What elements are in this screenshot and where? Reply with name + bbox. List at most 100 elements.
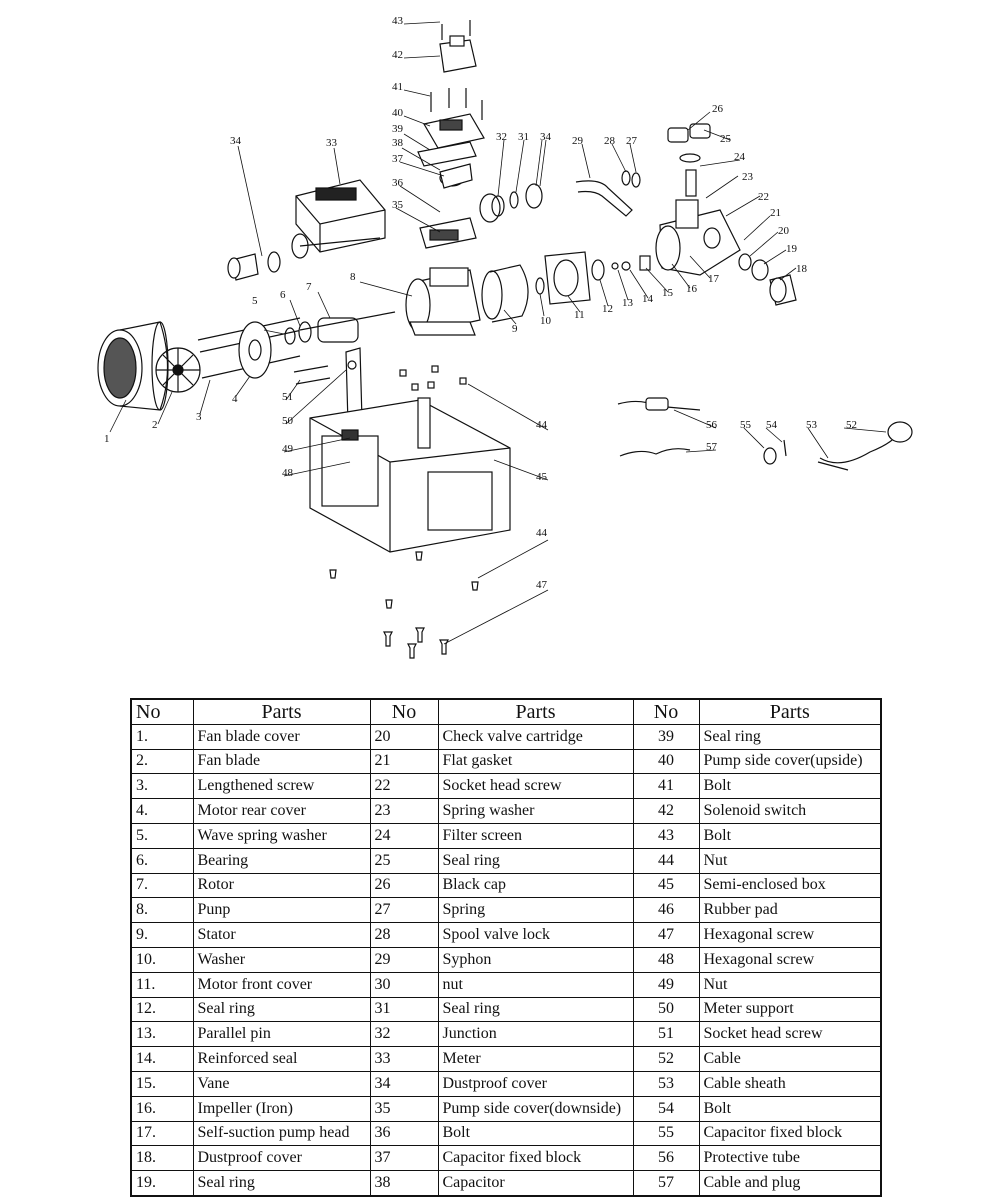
part-number-cell: 14. <box>130 1046 194 1072</box>
callout-label: 22 <box>758 191 769 203</box>
part-number-cell: 55 <box>632 1120 700 1147</box>
part-name-cell: Black cap <box>437 872 634 899</box>
callout-label: 53 <box>806 419 818 431</box>
callout-label: 14 <box>642 293 654 305</box>
part-name-cell: Bolt <box>698 1095 882 1122</box>
part-name-cell: Bolt <box>698 773 882 800</box>
part-name-cell: Impeller (Iron) <box>192 1095 371 1122</box>
callout-label: 48 <box>282 467 294 479</box>
part-name-cell: Filter screen <box>437 822 634 849</box>
callout-label: 52 <box>846 419 857 431</box>
part-number-cell: 47 <box>632 922 700 948</box>
part-number-cell: 43 <box>632 822 700 849</box>
callout-label: 24 <box>734 151 746 163</box>
part-name-cell: Meter <box>437 1046 634 1072</box>
callout-label: 28 <box>604 135 616 147</box>
part-name-cell: Fan blade cover <box>192 723 371 750</box>
callout-label: 31 <box>518 131 529 143</box>
callout-label: 47 <box>536 579 548 591</box>
part-name-cell: Cable <box>698 1046 882 1072</box>
part-name-cell: Washer <box>192 946 371 973</box>
part-number-cell: 45 <box>632 872 700 899</box>
part-number-cell: 4. <box>130 798 194 824</box>
column-header-no: No <box>369 698 439 725</box>
part-name-cell: Check valve cartridge <box>437 723 634 750</box>
part-name-cell: Punp <box>192 897 371 924</box>
part-number-cell: 42 <box>632 798 700 824</box>
callout-label: 32 <box>496 131 507 143</box>
callout-label: 13 <box>622 297 634 309</box>
part-number-cell: 8. <box>130 897 194 924</box>
column-header-no: No <box>130 698 194 725</box>
part-number-cell: 44 <box>632 847 700 874</box>
part-name-cell: Semi-enclosed box <box>698 872 882 899</box>
part-name-cell: Rubber pad <box>698 897 882 924</box>
part-name-cell: Socket head screw <box>437 773 634 800</box>
callout-label: 41 <box>392 81 403 93</box>
part-number-cell: 28 <box>369 922 439 948</box>
part-number-cell: 26 <box>369 872 439 899</box>
part-name-cell: Motor rear cover <box>192 798 371 824</box>
part-number-cell: 6. <box>130 847 194 874</box>
part-name-cell: Cable sheath <box>698 1070 882 1097</box>
callout-label: 17 <box>708 273 720 285</box>
part-name-cell: Nut <box>698 971 882 998</box>
part-name-cell: Stator <box>192 922 371 948</box>
part-name-cell: Capacitor fixed block <box>437 1145 634 1172</box>
part-name-cell: Pump side cover(upside) <box>698 748 882 775</box>
callout-label: 18 <box>796 263 808 275</box>
part-name-cell: Capacitor fixed block <box>698 1120 882 1147</box>
callout-label: 42 <box>392 49 403 61</box>
pump-side-cover-drawing <box>423 113 485 149</box>
callout-label: 27 <box>626 135 638 147</box>
part-number-cell: 40 <box>632 748 700 775</box>
callout-label: 15 <box>662 287 674 299</box>
part-name-cell: Spool valve lock <box>437 922 634 948</box>
callout-label: 5 <box>252 295 258 307</box>
part-number-cell: 37 <box>369 1145 439 1172</box>
callout-label: 44 <box>536 527 548 539</box>
leader-lines <box>109 21 887 645</box>
part-name-cell: Protective tube <box>698 1145 882 1172</box>
column-header-no: No <box>632 698 700 725</box>
column-header-parts: Parts <box>437 698 634 725</box>
callout-label: 16 <box>686 283 698 295</box>
part-number-cell: 5. <box>130 822 194 849</box>
part-name-cell: Syphon <box>437 946 634 973</box>
part-number-cell: 24 <box>369 822 439 849</box>
motor-front-cover-drawing <box>544 251 591 305</box>
callout-labels: 1 2 3 4 5 6 7 8 9 10 11 12 13 14 15 16 1… <box>104 15 857 591</box>
callout-label: 44 <box>536 419 548 431</box>
dustproof-cover-left-drawing <box>227 251 281 281</box>
column-header-parts: Parts <box>698 698 882 725</box>
part-name-cell: Rotor <box>192 872 371 899</box>
motor-rear-cover-drawing <box>238 321 272 379</box>
fan-blade-drawing <box>155 347 201 393</box>
part-number-cell: 20 <box>369 723 439 750</box>
part-number-cell: 15. <box>130 1070 194 1097</box>
part-name-cell: Wave spring washer <box>192 822 371 849</box>
callout-label: 50 <box>282 415 294 427</box>
part-name-cell: Solenoid switch <box>698 798 882 824</box>
part-number-cell: 25 <box>369 847 439 874</box>
callout-label: 45 <box>536 471 548 483</box>
part-number-cell: 2. <box>130 748 194 775</box>
exploded-view-diagram: 1 2 3 4 5 6 7 8 9 10 11 12 13 14 15 16 1… <box>97 15 913 659</box>
part-number-cell: 56 <box>632 1145 700 1172</box>
part-number-cell: 16. <box>130 1095 194 1122</box>
part-name-cell: Fan blade <box>192 748 371 775</box>
part-name-cell: Seal ring <box>192 996 371 1023</box>
part-number-cell: 27 <box>369 897 439 924</box>
part-name-cell: Seal ring <box>437 847 634 874</box>
